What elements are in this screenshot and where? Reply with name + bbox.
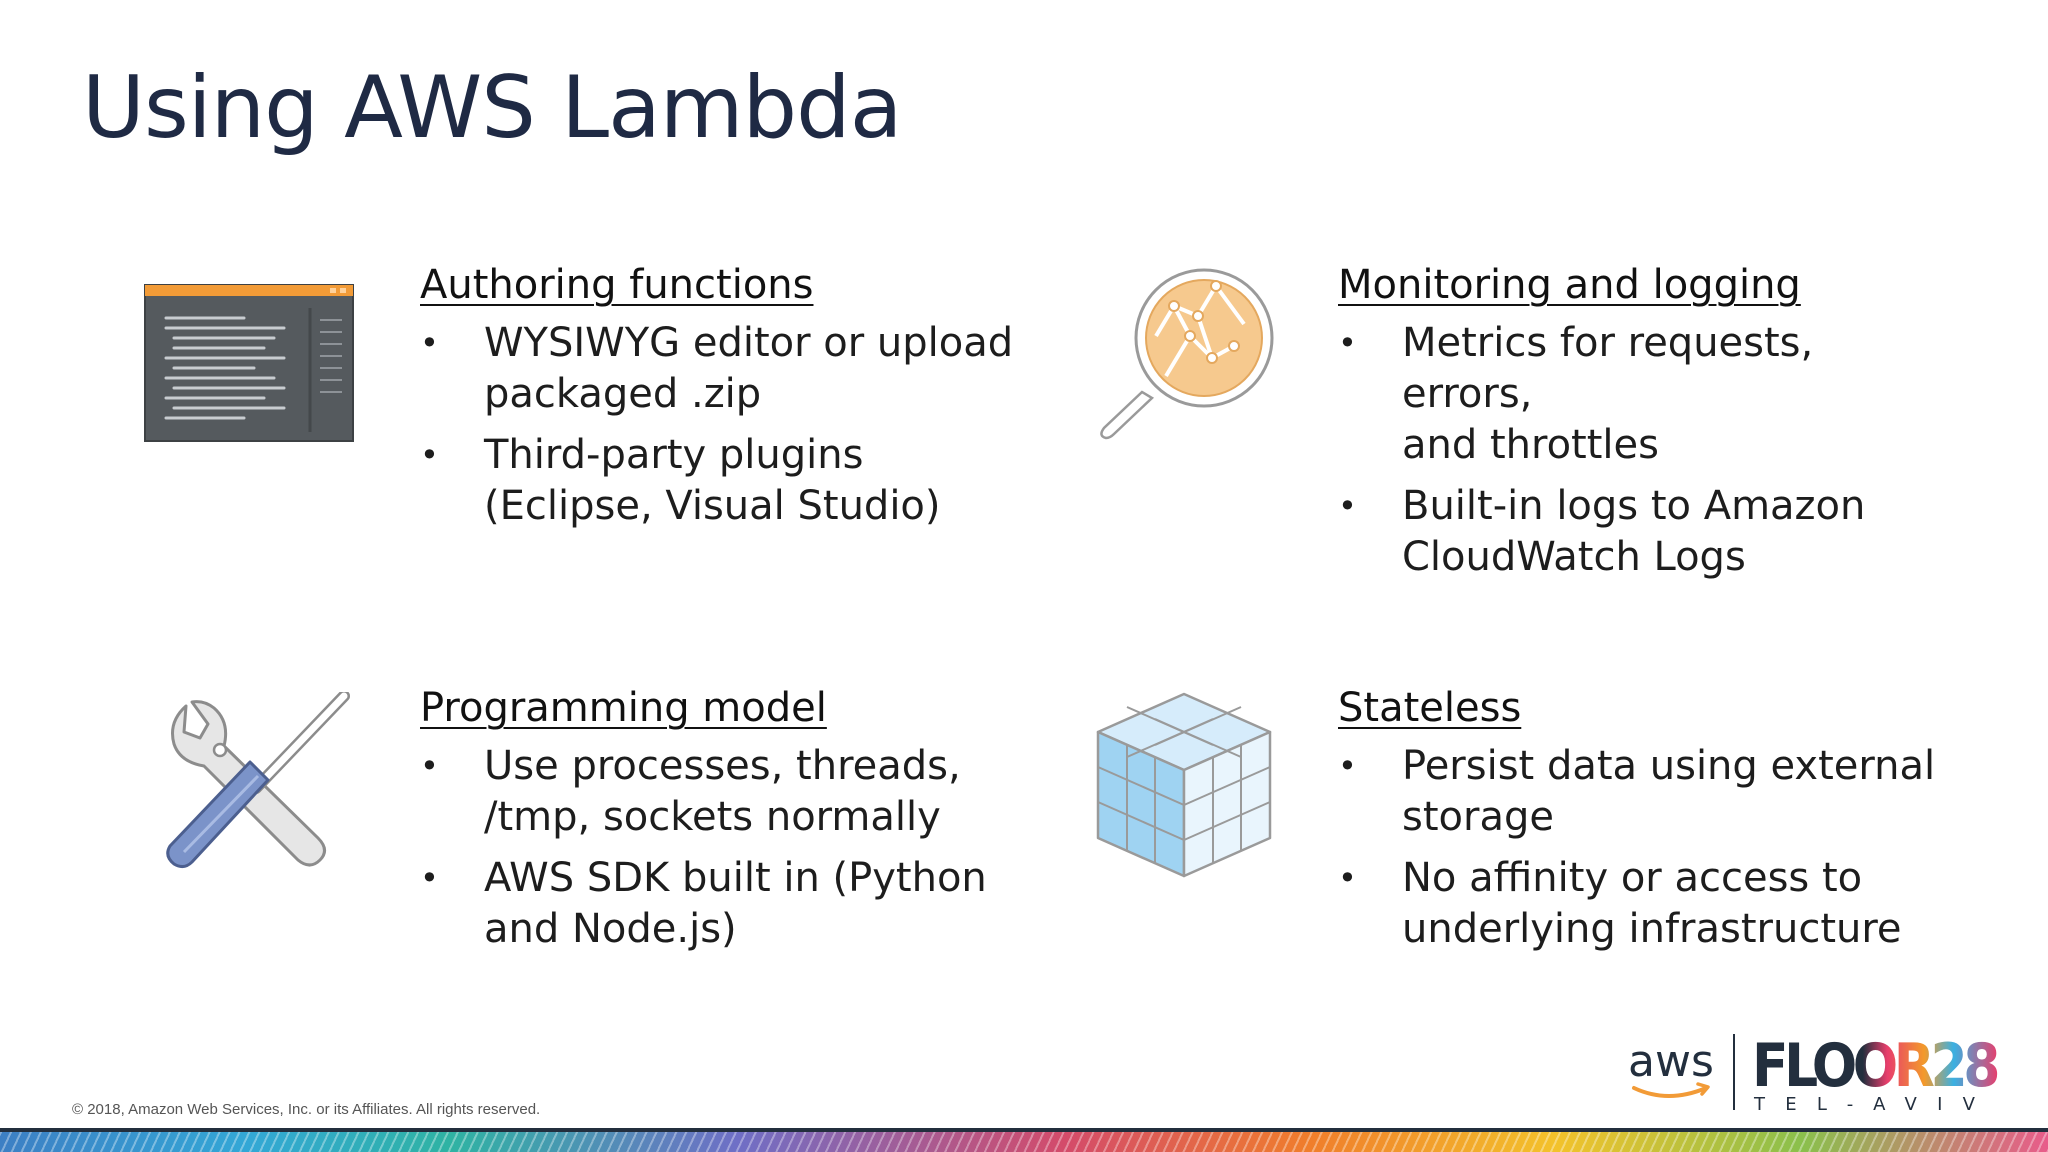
bullet-item: WYSIWYG editor or upload packaged .zip [420, 318, 1020, 420]
footer-logos: aws FLOOR28 TEL-AVIV [1628, 1031, 2000, 1114]
section-programming-model: Programming model Use processes, threads… [420, 685, 1020, 965]
bullet-item: Use processes, threads, /tmp, sockets no… [420, 741, 1020, 843]
bullet-item: Metrics for requests, errors, and thrott… [1338, 318, 1938, 471]
magnifier-graph-icon [1100, 268, 1274, 440]
bullet-item: No affinity or access to underlying infr… [1338, 853, 1938, 955]
bullet-list: Persist data using external storage No a… [1338, 741, 1938, 955]
footer-stripe-border [0, 1128, 2048, 1132]
section-heading: Programming model [420, 685, 827, 731]
bullet-item: Built-in logs to Amazon CloudWatch Logs [1338, 481, 1938, 583]
copyright-notice: © 2018, Amazon Web Services, Inc. or its… [72, 1101, 541, 1118]
section-monitoring-logging: Monitoring and logging Metrics for reque… [1338, 262, 1938, 593]
section-authoring-functions: Authoring functions WYSIWYG editor or up… [420, 262, 1020, 542]
code-editor-icon [144, 284, 354, 442]
slide-title: Using AWS Lambda [82, 58, 902, 158]
section-heading: Authoring functions [420, 262, 814, 308]
bullet-item: Persist data using external storage [1338, 741, 1938, 843]
footer-color-stripe [0, 1132, 2048, 1152]
wrench-screwdriver-icon [166, 692, 350, 869]
section-heading: Monitoring and logging [1338, 262, 1801, 308]
bullet-list: WYSIWYG editor or upload packaged .zip T… [420, 318, 1020, 532]
cube-grid-icon [1096, 692, 1272, 878]
floor28-logo: FLOOR28 [1752, 1031, 1998, 1101]
section-stateless: Stateless Persist data using external st… [1338, 685, 1938, 965]
event-city: TEL-AVIV [1753, 1094, 1992, 1114]
bullet-list: Use processes, threads, /tmp, sockets no… [420, 741, 1020, 955]
bullet-list: Metrics for requests, errors, and thrott… [1338, 318, 1938, 583]
bullet-item: AWS SDK built in (Python and Node.js) [420, 853, 1020, 955]
aws-logo: aws [1628, 1036, 1714, 1087]
bullet-item: Third-party plugins (Eclipse, Visual Stu… [420, 430, 1020, 532]
section-heading: Stateless [1338, 685, 1522, 731]
